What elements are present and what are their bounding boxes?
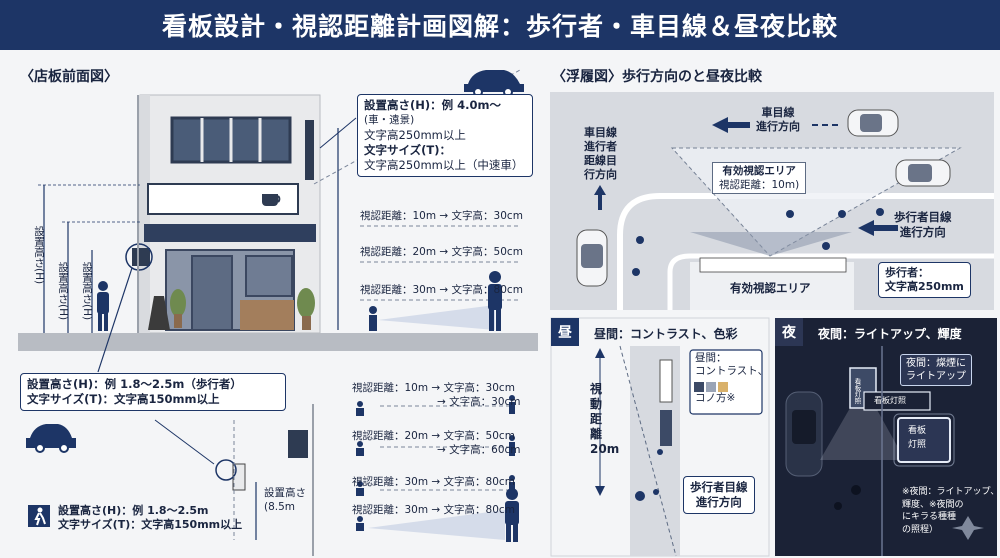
night-sign-strip xyxy=(863,391,931,411)
distance-bottom-10m-alt: → 文字高：30cm xyxy=(437,396,521,408)
effective-area-label: 有効視認エリア 視認距離：10m) xyxy=(712,162,807,194)
day-sign-white xyxy=(659,359,673,403)
bottom-height-callout: 設置高さ(H)：例 1.8～2.5m 文字サイズ(T)：文字高150mm以上 xyxy=(58,504,243,531)
sign-view-zone xyxy=(690,232,852,256)
pedestrian-figure xyxy=(97,292,109,314)
night-tag: 夜 xyxy=(782,325,796,341)
plan-section-title: 〈浮履図〉歩行方向のと昼夜比較 xyxy=(552,69,762,85)
pedestrian-direction-arrow xyxy=(858,220,898,236)
night-title: 夜間：ライトアップ、輝度 xyxy=(818,327,962,341)
viewing-beam xyxy=(378,305,495,330)
coffee-cup-icon xyxy=(262,194,278,206)
car-icon-top xyxy=(464,70,524,92)
projecting-sign xyxy=(132,248,150,266)
a-board-sign xyxy=(148,296,170,330)
top-height-callout: 設置高さ(H)：例 4.0m～ (車・遠景) 文字高250mm以上 文字サイズ(… xyxy=(357,94,533,177)
pole-sign xyxy=(288,430,308,458)
night-footnote: ※夜間：ライトアップ、輝度、※夜間の にキラる種種の照程） xyxy=(902,487,1000,535)
day-pedestrian-direction-box: 歩行者目線進行方向 xyxy=(683,476,755,514)
pedestrian-text-height-box: 歩行者：文字高250mm xyxy=(878,262,971,298)
car-direction-top-label: 車目線進行方向 xyxy=(756,106,800,133)
plant xyxy=(170,289,186,317)
distance-bottom-10m: 視認距離：10m → 文字高：30cm xyxy=(352,382,515,394)
distance-top-20m: 視認距離：20m → 文字高：50cm xyxy=(360,246,523,258)
vertical-building-sign xyxy=(305,120,314,180)
night-note-box: 夜間：燦煙にライトアップ xyxy=(900,354,972,386)
sparkle-icon xyxy=(952,516,984,540)
storefront-section-title: 〈店板前面図〉 xyxy=(20,69,118,85)
night-sign-strip-text: 看板灯照 xyxy=(874,396,906,405)
height-label-1: 設置高さ(H) xyxy=(33,226,45,285)
ground-strip xyxy=(18,333,538,351)
awning xyxy=(144,224,316,242)
distance-bottom-20m-alt: → 文字高：60cm xyxy=(437,444,521,456)
height-label-2: 設置高さ(H) xyxy=(57,262,69,321)
day-title: 昼間：コントラスト、色彩 xyxy=(594,327,738,341)
car-direction-arrow-side xyxy=(594,185,606,210)
pedestrian-height-callout: 設置高さ(H)：例 1.8～2.5m（歩行者） 文字サイズ(T)：文字高150m… xyxy=(20,373,286,411)
day-sign-note: 昼間：コントラスト、 コノ方※ xyxy=(695,352,769,404)
page-title: 看板設計・視認距離計画図解：歩行者・車目線＆昼夜比較 xyxy=(0,0,1000,50)
terrace xyxy=(240,300,294,330)
distance-top-10m: 視認距離：10m → 文字高：30cm xyxy=(360,210,523,222)
height-label-3: 設置高さ(H) xyxy=(81,262,93,321)
car-icon-bottom xyxy=(26,424,76,448)
night-sign-bottom-text: 看板灯照 xyxy=(908,426,927,450)
pedestrian-direction-label: 歩行者目線進行方向 xyxy=(894,210,952,239)
pole-height-label: 設置高さ(8.5m xyxy=(264,487,306,513)
distance-bottom-30m: 視認距離：30m → 文字高：80cm xyxy=(352,476,515,488)
distance-top-30m: 視認距離：30m → 文字高：80cm xyxy=(360,284,523,296)
night-sign-top-text: 看板灯照 xyxy=(853,378,861,404)
day-tag: 昼 xyxy=(558,325,572,341)
effective-area-bottom-label: 有効視認エリア xyxy=(730,281,811,295)
car-direction-side-label: 車目線進行者 距線目行方向 xyxy=(584,126,617,181)
night-sign-bottom xyxy=(897,417,951,463)
day-sign-dark xyxy=(660,410,672,446)
car-direction-arrow-top xyxy=(712,117,750,133)
distance-bottom-20m: 視認距離：20m → 文字高：50cm xyxy=(352,430,515,442)
distance-bottom-30m-alt: 視認距離：30m → 文字高：80cm xyxy=(352,504,515,516)
day-distance-label: 視動 距離 20m xyxy=(590,382,620,456)
